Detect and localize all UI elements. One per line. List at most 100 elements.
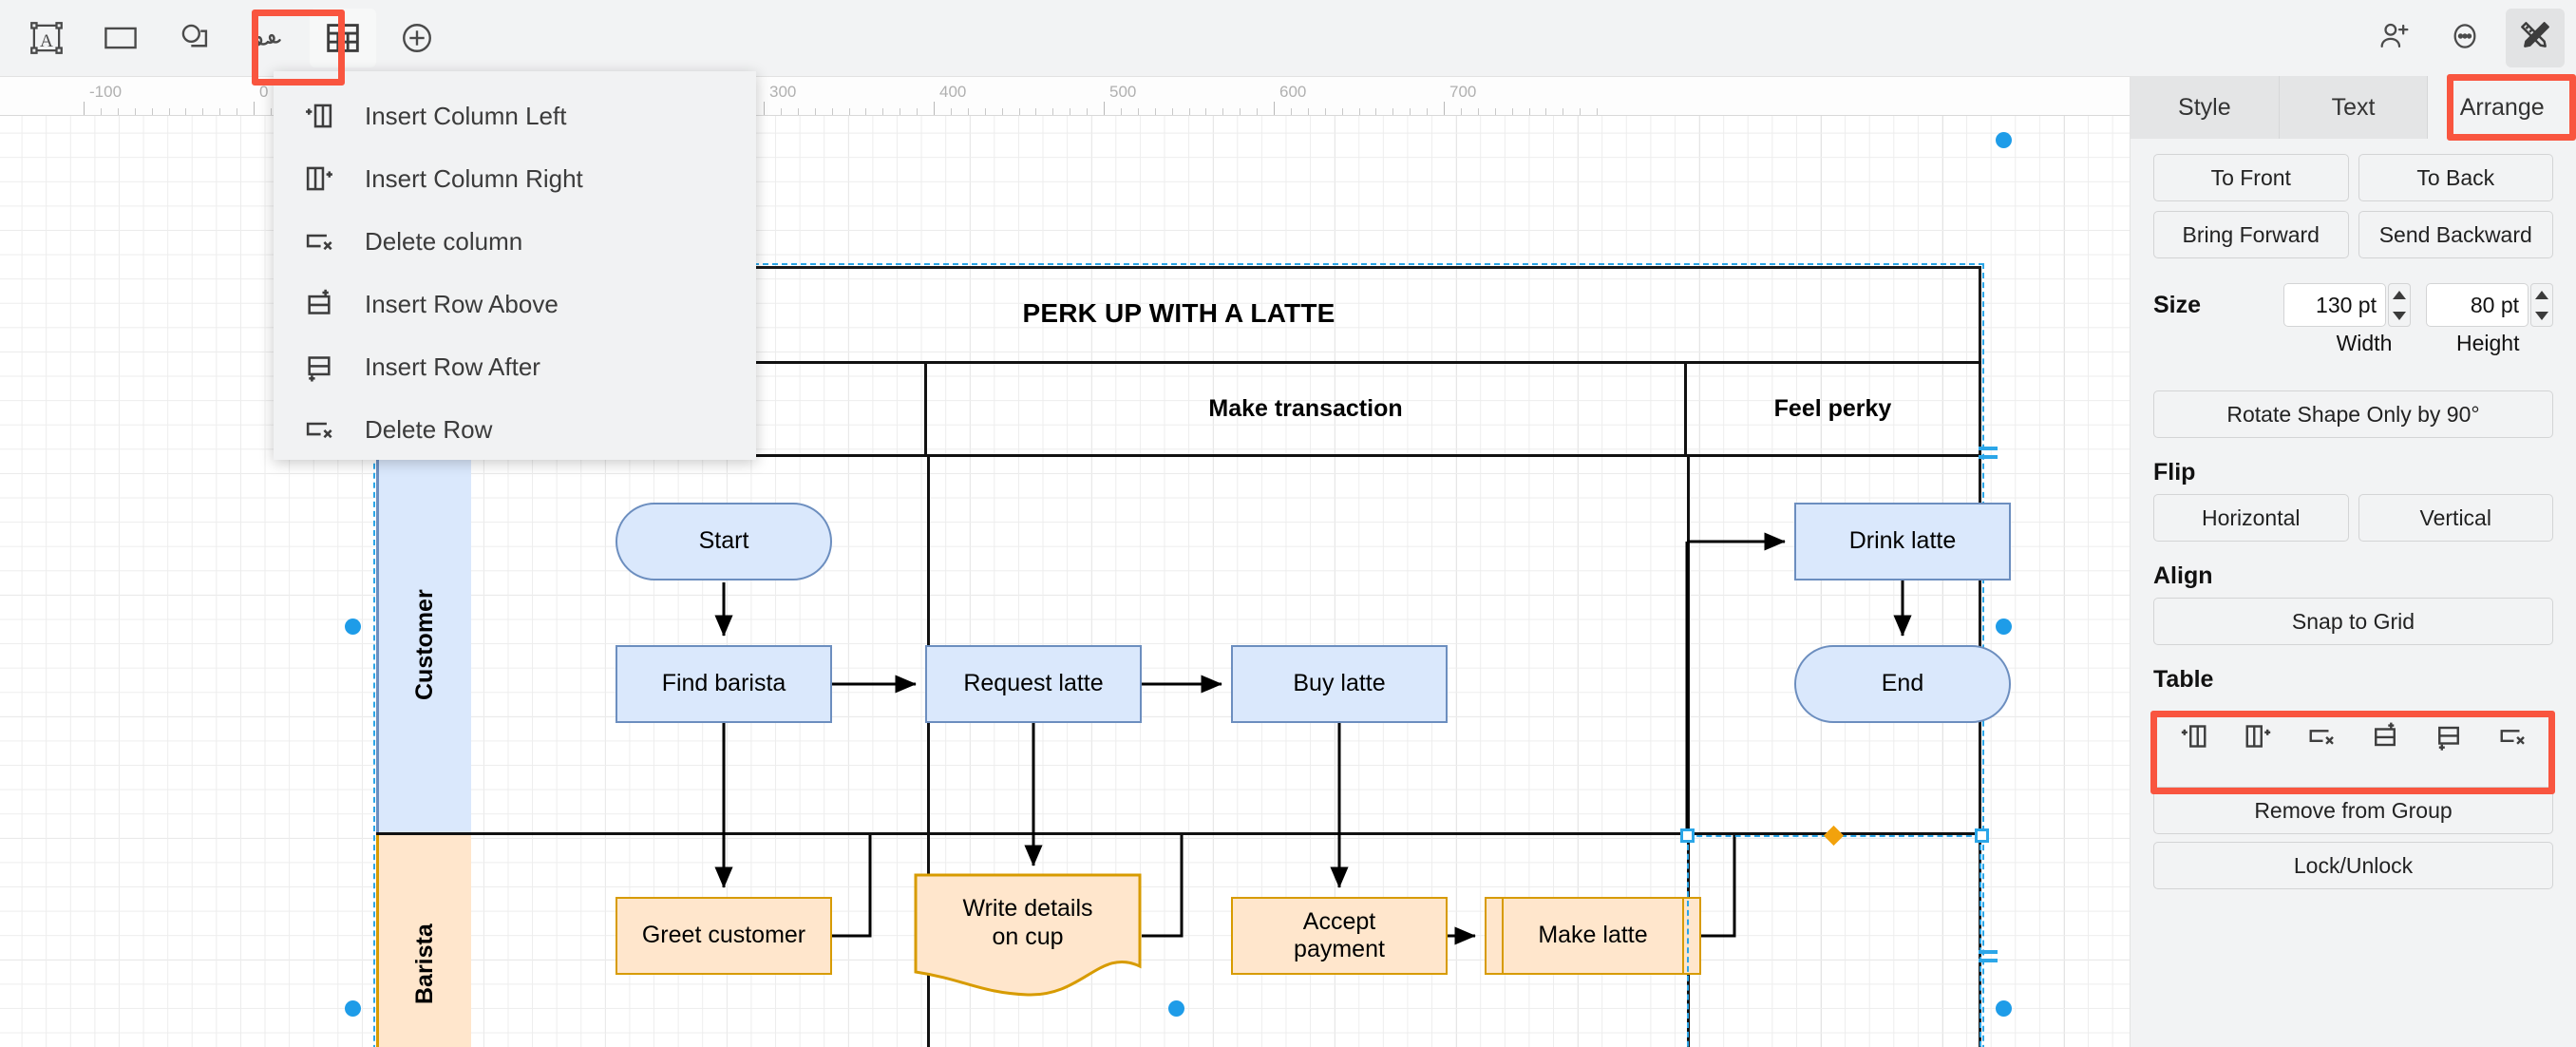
shape-buy-latte[interactable]: Buy latte (1231, 645, 1448, 723)
resize-handle-nw[interactable] (1680, 828, 1695, 843)
delete-column-icon (274, 223, 365, 259)
table-insert-row-after-button[interactable] (2422, 712, 2475, 765)
tab-style[interactable]: Style (2131, 76, 2280, 139)
lane-customer[interactable]: Customer Start Find barista Request latt… (376, 457, 2011, 835)
flip-vertical-button[interactable]: Vertical (2358, 494, 2553, 542)
width-input[interactable]: 130 pt (2283, 283, 2386, 327)
height-spinner[interactable] (2530, 283, 2553, 327)
send-backward-button[interactable]: Send Backward (2358, 211, 2553, 258)
ruler-minor-tick (1307, 108, 1309, 115)
group-handle-bottom-right[interactable] (1996, 1000, 2012, 1017)
add-person-icon (2376, 17, 2414, 60)
resize-handle-ne[interactable] (1975, 828, 1989, 843)
button-label: Lock/Unlock (2293, 852, 2414, 878)
more-options-button[interactable] (2435, 9, 2494, 67)
ruler-label: 300 (769, 83, 797, 101)
shape-accept-payment[interactable]: Accept payment (1231, 897, 1448, 975)
plus-circle-icon (396, 17, 438, 59)
caret-down-icon[interactable] (2393, 311, 2406, 320)
ruler-minor-tick (882, 108, 884, 115)
table-context-menu[interactable]: Insert Column Left Insert Column Right (274, 71, 756, 460)
table-delete-row-button[interactable] (2486, 712, 2539, 765)
shape-write-details[interactable]: Write details on cup (914, 873, 1142, 997)
shape-make-latte[interactable]: Make latte (1485, 897, 1701, 975)
add-tool-button[interactable] (384, 9, 450, 67)
pencil-ruler-icon (2515, 16, 2555, 61)
tab-text[interactable]: Text (2280, 76, 2429, 139)
phase-cell-empty[interactable] (471, 364, 927, 454)
shape-start[interactable]: Start (616, 503, 832, 581)
shape-tool-button[interactable] (161, 9, 228, 67)
height-input[interactable]: 80 pt (2426, 283, 2529, 327)
shape-label: Greet customer (641, 922, 806, 949)
add-person-button[interactable] (2365, 9, 2424, 67)
ruler-label: 400 (939, 83, 967, 101)
ruler-minor-tick (1018, 108, 1020, 115)
ruler-minor-tick (1290, 108, 1292, 115)
rotate-shape-button[interactable]: Rotate Shape Only by 90° (2153, 390, 2553, 438)
group-handle-left[interactable] (345, 619, 361, 635)
bring-forward-button[interactable]: Bring Forward (2153, 211, 2349, 258)
remove-from-group-button[interactable]: Remove from Group (2153, 787, 2553, 834)
snap-to-grid-button[interactable]: Snap to Grid (2153, 598, 2553, 645)
row-resize-handle-top[interactable] (1979, 447, 1998, 460)
diagram-title-band[interactable]: PERK UP WITH A LATTE (376, 266, 1981, 364)
selected-table-cell[interactable] (1687, 835, 1981, 1047)
phase-cell-feel-perky[interactable]: Feel perky (1687, 364, 1979, 454)
menu-item-insert-row-above[interactable]: Insert Row Above (274, 273, 756, 335)
group-handle-right[interactable] (1996, 619, 2012, 635)
table-tool-button[interactable] (310, 9, 376, 67)
menu-item-delete-row[interactable]: Delete Row (274, 398, 756, 461)
menu-item-insert-row-after[interactable]: Insert Row After (274, 335, 756, 398)
shape-drink-latte[interactable]: Drink latte (1794, 503, 2011, 581)
menu-item-insert-column-left[interactable]: Insert Column Left (274, 85, 756, 147)
flip-horizontal-button[interactable]: Horizontal (2153, 494, 2349, 542)
ruler-minor-tick (1427, 108, 1429, 115)
canvas[interactable]: PERK UP WITH A LATTE Make transaction Fe… (0, 116, 2130, 1047)
table-insert-column-left-button[interactable] (2168, 712, 2221, 765)
shape-find-barista[interactable]: Find barista (616, 645, 832, 723)
group-handle-bottom[interactable] (1168, 1000, 1184, 1017)
lock-unlock-button[interactable]: Lock/Unlock (2153, 842, 2553, 889)
shape-greet-customer[interactable]: Greet customer (616, 897, 832, 975)
width-stepper[interactable]: 130 pt (2283, 283, 2411, 327)
ruler-minor-tick (1120, 108, 1122, 115)
menu-item-label: Delete Row (365, 414, 493, 444)
size-row: Size 130 pt 80 pt (2153, 283, 2553, 327)
right-panel: Style Text Arrange To Front To Back Brin… (2130, 76, 2576, 1047)
lane-customer-body[interactable]: Start Find barista Request latte Buy lat… (471, 457, 2011, 835)
lane-label-customer[interactable]: Customer (376, 457, 471, 832)
freehand-tool-button[interactable] (236, 9, 302, 67)
width-spinner[interactable] (2388, 283, 2411, 327)
ruler-minor-tick (202, 108, 204, 115)
lane-label-barista[interactable]: Barista (376, 835, 471, 1047)
phase-cell-make-transaction[interactable]: Make transaction (927, 364, 1687, 454)
table-insert-column-right-button[interactable] (2231, 712, 2284, 765)
ruler-minor-tick (917, 108, 919, 115)
group-handle-top-right[interactable] (1996, 132, 2012, 148)
rectangle-tool-button[interactable] (87, 9, 154, 67)
group-handle-bottom-left[interactable] (345, 1000, 361, 1017)
shape-end[interactable]: End (1794, 645, 2011, 723)
height-stepper[interactable]: 80 pt (2426, 283, 2553, 327)
button-label: Send Backward (2378, 221, 2532, 247)
ruler-minor-tick (1154, 108, 1156, 115)
table-delete-column-button[interactable] (2295, 712, 2348, 765)
tab-arrange[interactable]: Arrange (2428, 76, 2576, 139)
insert-row-above-icon (2368, 719, 2402, 758)
to-front-button[interactable]: To Front (2153, 154, 2349, 201)
ruler-minor-tick (1240, 108, 1241, 115)
pencil-ruler-button[interactable] (2506, 9, 2565, 67)
shape-request-latte[interactable]: Request latte (925, 645, 1142, 723)
toolbar-right-group (2365, 0, 2576, 76)
menu-item-insert-column-right[interactable]: Insert Column Right (274, 147, 756, 210)
row-resize-handle-bottom[interactable] (1979, 950, 1998, 963)
caret-up-icon[interactable] (2535, 290, 2548, 299)
to-back-button[interactable]: To Back (2358, 154, 2553, 201)
ruler-minor-tick (1375, 108, 1377, 115)
caret-up-icon[interactable] (2393, 290, 2406, 299)
table-insert-row-above-button[interactable] (2358, 712, 2412, 765)
menu-item-delete-column[interactable]: Delete column (274, 210, 756, 273)
text-tool-button[interactable]: A (13, 9, 80, 67)
caret-down-icon[interactable] (2535, 311, 2548, 320)
